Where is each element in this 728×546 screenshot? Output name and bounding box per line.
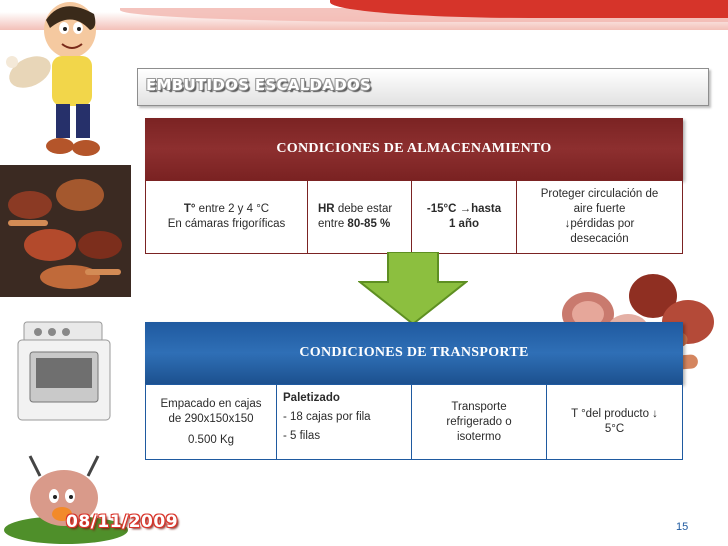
date-stamp: 08/11/2009 <box>66 512 179 532</box>
freeze-temp: -15°C →hasta <box>426 203 502 215</box>
cartoon-chef-illustration <box>6 2 100 156</box>
pallet-boxes: - 18 cajas por fila <box>283 411 371 423</box>
slide-title: EMBUTIDOS ESCALDADOS <box>146 76 372 94</box>
storage-row: T° entre 2 y 4 °C En cámaras frigorífica… <box>145 180 683 254</box>
airflow-line1: Proteger circulación de <box>540 188 659 200</box>
packing-weight: 0.500 Kg <box>187 433 235 446</box>
product-temp-line1: T °del producto ↓ <box>571 408 658 420</box>
hr-label: HR <box>318 203 335 215</box>
top-wave-red <box>330 0 728 18</box>
airflow-line4: desecación <box>570 233 629 245</box>
transport-header-band: CONDICIONES DE TRANSPORTE <box>145 322 683 384</box>
transport-cell-vehicle: Transporte refrigerado o isotermo <box>412 384 547 460</box>
grilled-meats-photo <box>0 165 131 297</box>
product-temp-line2: 5°C <box>604 423 625 435</box>
hr-text: debe estar <box>334 203 393 215</box>
storage-cell-airflow: Proteger circulación de aire fuerte ↓pér… <box>517 180 683 254</box>
pallet-rows: - 5 filas <box>283 430 321 442</box>
temp-range: entre 2 y 4 °C <box>195 203 270 215</box>
freeze-duration: 1 año <box>448 218 480 230</box>
temp-location: En cámaras frigoríficas <box>167 218 286 230</box>
transport-row: Empacado en cajas de 290x150x150 0.500 K… <box>145 384 683 460</box>
storage-cell-humidity: HR debe estar entre 80-85 % <box>308 180 412 254</box>
stove-oven-illustration <box>0 300 131 432</box>
storage-header: CONDICIONES DE ALMACENAMIENTO <box>276 141 552 156</box>
transport-header: CONDICIONES DE TRANSPORTE <box>299 345 529 360</box>
packing-line2: de 290x150x150 <box>168 412 254 425</box>
pallet-title: Paletizado <box>283 392 340 404</box>
storage-cell-temperature: T° entre 2 y 4 °C En cámaras frigorífica… <box>145 180 308 254</box>
hr-value: 80-85 % <box>347 218 391 230</box>
storage-cell-freezing: -15°C →hasta 1 año <box>412 180 517 254</box>
page-number: 15 <box>676 521 689 533</box>
vehicle-line1: Transporte <box>451 400 507 413</box>
transport-cell-temperature: T °del producto ↓ 5°C <box>547 384 683 460</box>
airflow-line2: aire fuerte <box>573 203 626 215</box>
vehicle-line2: refrigerado o <box>446 415 512 428</box>
transport-cell-palletizing: Paletizado - 18 cajas por fila - 5 filas <box>277 384 412 460</box>
transport-cell-packing: Empacado en cajas de 290x150x150 0.500 K… <box>145 384 277 460</box>
hr-prefix: entre <box>318 218 348 230</box>
airflow-line3: ↓pérdidas por <box>564 218 635 230</box>
title-bar <box>137 68 709 106</box>
temp-label: T° <box>183 203 196 215</box>
packing-line1: Empacado en cajas <box>160 397 262 410</box>
roast-pig-illustration <box>0 436 131 546</box>
storage-header-band: CONDICIONES DE ALMACENAMIENTO <box>145 118 683 180</box>
vehicle-line3: isotermo <box>456 430 502 443</box>
down-arrow-icon <box>358 252 468 326</box>
